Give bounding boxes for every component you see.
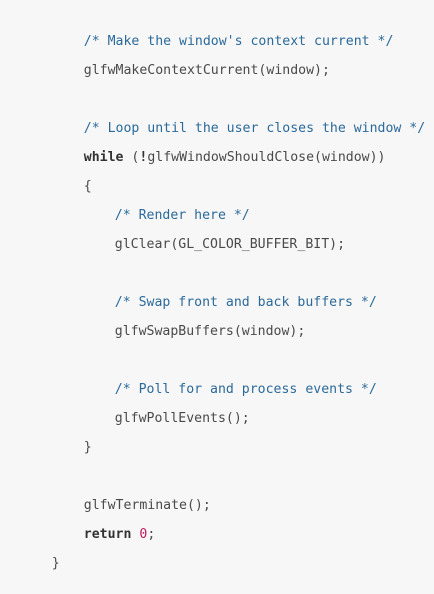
- code-keyword: return: [83, 527, 132, 542]
- code-line-13: glfwTerminate();: [52, 476, 211, 513]
- code-comment: /* Make the window's context current */: [83, 34, 394, 49]
- code-block: /* Make the window's context current */ …: [20, 12, 426, 571]
- code-line-9: glfwSwapBuffers(window);: [83, 302, 306, 339]
- code-line-12: }: [52, 418, 92, 455]
- code-line-2: glfwMakeContextCurrent(window);: [52, 41, 330, 78]
- code-line-7: glClear(GL_COLOR_BUFFER_BIT);: [83, 215, 345, 252]
- code-comment: /* Poll for and process events */: [114, 382, 377, 397]
- code-text: ;: [147, 527, 156, 542]
- code-comment: /* Loop until the user closes the window…: [83, 121, 426, 136]
- code-text: (: [123, 150, 140, 165]
- code-text: glfwMakeContextCurrent(window);: [83, 63, 330, 78]
- code-line-4: while (!glfwWindowShouldClose(window)): [52, 128, 386, 165]
- code-line-8: /* Swap front and back buffers */: [83, 273, 377, 310]
- code-comment: /* Render here */: [114, 208, 250, 223]
- code-brace: {: [83, 179, 92, 194]
- code-text: glfwPollEvents();: [114, 411, 250, 426]
- code-brace: }: [51, 556, 60, 571]
- code-line-14: return 0;: [52, 505, 156, 542]
- code-line-10: /* Poll for and process events */: [83, 360, 377, 397]
- code-text: glfwWindowShouldClose(window)): [147, 150, 386, 165]
- code-brace: }: [83, 440, 92, 455]
- code-line-5: {: [52, 157, 92, 194]
- code-text: glfwTerminate();: [83, 498, 211, 513]
- code-keyword: while: [83, 150, 124, 165]
- code-comment: /* Swap front and back buffers */: [114, 295, 377, 310]
- code-line-1: /* Make the window's context current */: [52, 12, 394, 49]
- code-line-3: /* Loop until the user closes the window…: [52, 99, 425, 136]
- code-line-6: /* Render here */: [83, 186, 250, 223]
- code-operator: !: [139, 150, 148, 165]
- code-line-15: }: [20, 534, 60, 571]
- code-text: glfwSwapBuffers(window);: [114, 324, 306, 339]
- code-number: 0: [139, 527, 148, 542]
- code-text: glClear(GL_COLOR_BUFFER_BIT);: [114, 237, 346, 252]
- code-line-11: glfwPollEvents();: [83, 389, 250, 426]
